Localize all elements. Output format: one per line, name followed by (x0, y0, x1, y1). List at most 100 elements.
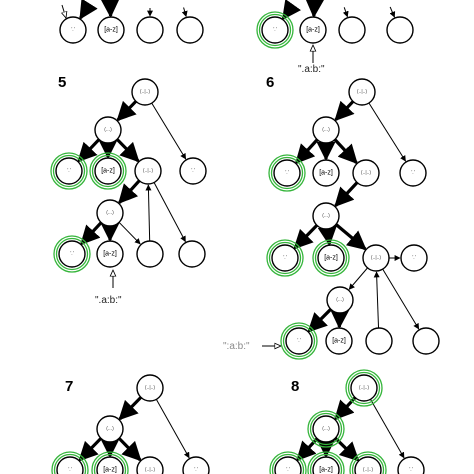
p5-alt2: (..|..) (134, 157, 162, 185)
p6-dot3-accept-ring-2 (280, 322, 318, 360)
p8-right: '.' (397, 456, 425, 474)
p8-class-accept-ring-2 (307, 451, 345, 474)
p8-root-circle (350, 374, 378, 402)
p7-alt2-label: (..|..) (145, 467, 156, 473)
p6-right: '.' (399, 159, 427, 187)
p8-alt2-circle (354, 456, 382, 474)
input-string-top: ".a:b:" (298, 64, 325, 75)
p7-class-accept-ring-1 (93, 453, 127, 474)
p6-dot3-label: '.' (297, 338, 300, 344)
p8-cat-accept-ring-2 (307, 410, 345, 448)
p7-cat-label: (...) (106, 426, 114, 432)
p6-right2-circle (400, 244, 428, 272)
top-left-dot-label: '.' (71, 27, 74, 33)
p7-root: (..|..) (136, 374, 164, 402)
top-right-edge-d (389, 6, 396, 18)
step-7-number: 7 (65, 378, 73, 395)
step-6-number: 6 (266, 74, 274, 91)
p7-cat: (...) (96, 415, 124, 443)
p6-root-label: (..|..) (357, 89, 368, 95)
p6-e6 (334, 181, 359, 208)
top-right-class-circle (299, 16, 327, 44)
p8-dot-circle (274, 456, 302, 474)
p8-root-accept-ring-1 (347, 371, 381, 405)
p7-class-circle (96, 456, 124, 474)
p5-right: '.' (179, 157, 207, 185)
p6-empty1-circle (365, 327, 393, 355)
p6-cat-circle (312, 116, 340, 144)
p7-root-circle (136, 374, 164, 402)
p8-dot-label: '.' (286, 467, 289, 473)
p6-cat3-circle (326, 286, 354, 314)
top-left-class-label: [a-z] (104, 27, 118, 34)
p5-empty2-circle (178, 240, 206, 268)
p8-class-label: [a-z] (319, 467, 333, 474)
top-right-empty-1 (338, 16, 366, 44)
p7-right: '.' (182, 456, 210, 474)
p7-e5 (117, 437, 142, 462)
p5-root-label: (..|..) (140, 89, 151, 95)
p6-cat3-label: (...) (336, 297, 344, 303)
top-right-dot-label: '.' (273, 27, 276, 33)
p6-class2-label: [a-z] (324, 255, 338, 262)
p5-root-circle (131, 78, 159, 106)
p6-e15 (382, 268, 420, 330)
p6-e1 (334, 100, 355, 122)
p6-alt2-label: (..|..) (361, 170, 372, 176)
p5-alt2-circle (134, 157, 162, 185)
p6-class3-label: [a-z] (332, 338, 346, 345)
step-8-number: 8 (291, 378, 299, 395)
p7-e3 (78, 437, 103, 462)
p7-root-label: (..|..) (145, 385, 156, 391)
p6-e7 (293, 224, 319, 250)
p8-dot: '.' (269, 451, 307, 474)
top-left-class: [a-z] (97, 16, 125, 44)
p5-e6 (118, 179, 141, 205)
p6-empty1 (365, 327, 393, 355)
p6-alt3: (..|..) (362, 244, 390, 272)
top-left-empty-2-circle (176, 16, 204, 44)
p7-class-accept-ring-2 (91, 451, 129, 474)
p5-dot2-accept-ring-1 (55, 237, 89, 271)
p5-e5 (115, 138, 140, 163)
top-left-edge-a (79, 0, 98, 20)
p5-dot-accept-ring-2 (50, 152, 88, 190)
p5-right-label: '.' (191, 168, 194, 174)
p8-class-circle (312, 456, 340, 474)
top-right-dot-circle (261, 16, 289, 44)
nodes-layer: '.' [a-z] '.' [a-z] (..|..) (...) '.' [a-z] (..|… (50, 11, 440, 474)
p5-e2 (151, 102, 187, 160)
p6-e3 (295, 138, 319, 165)
p5-cat2-circle (96, 199, 124, 227)
p5-e9 (80, 221, 103, 246)
p6-dot2-accept-ring-1 (268, 241, 302, 275)
p7-e2 (155, 399, 190, 459)
p5-dot: '.' (50, 152, 88, 190)
p5-e8 (153, 182, 186, 243)
top-left-pointer (62, 4, 66, 18)
p6-dot2-accept-ring-2 (266, 239, 304, 277)
top-right-edge-c (342, 7, 349, 18)
p5-e3 (77, 138, 101, 163)
p6-class3: [a-z] (325, 327, 353, 355)
p7-alt2-circle (136, 456, 164, 474)
p5-cat-label: (...) (104, 127, 112, 133)
input-string-step5: ".a:b:" (95, 295, 122, 306)
p5-empty1-circle (136, 240, 164, 268)
p6-class3-circle (325, 327, 353, 355)
p8-root-label: (..|..) (359, 385, 370, 391)
p6-cat2: (...) (312, 202, 340, 230)
top-right-edge-a (281, 0, 301, 21)
p5-cat2: (...) (96, 199, 124, 227)
p7-dot-circle (56, 456, 84, 474)
p5-class-accept-ring-2 (89, 152, 127, 190)
p8-alt2-accept-ring-1 (351, 453, 385, 474)
p6-dot-accept-ring-1 (270, 156, 304, 190)
p5-empty1 (136, 240, 164, 268)
p7-class: [a-z] (91, 451, 129, 474)
edges-layer (62, 0, 420, 462)
p5-dot2-circle (58, 240, 86, 268)
p6-root: (..|..) (348, 78, 376, 106)
top-right-dot-accept-ring-1 (258, 13, 292, 47)
